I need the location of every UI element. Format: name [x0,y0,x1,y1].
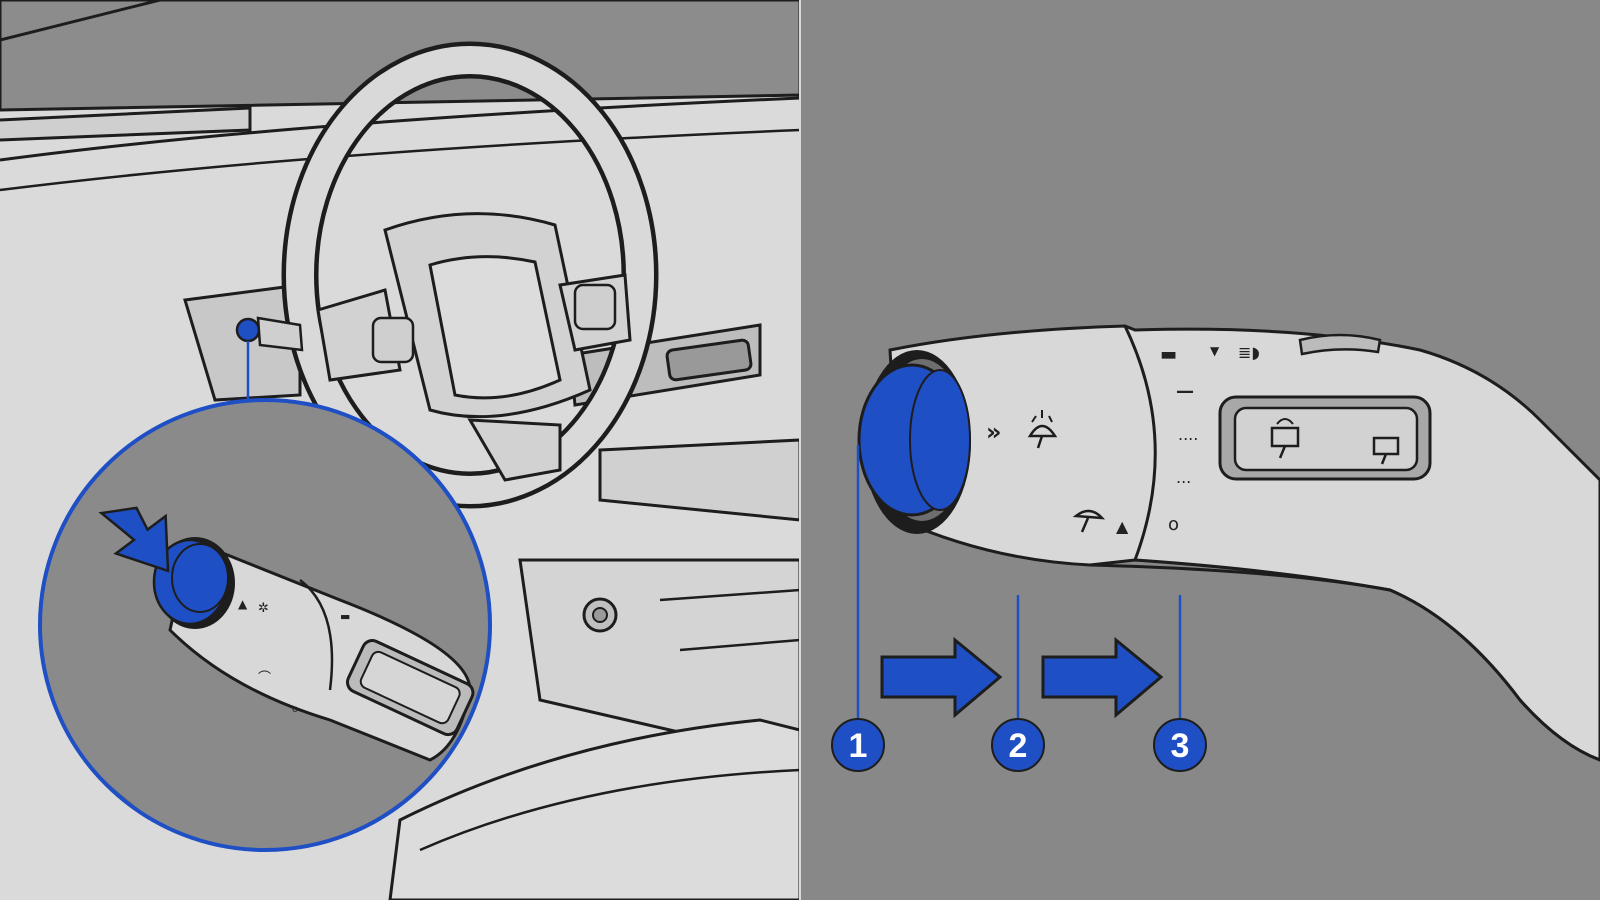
single-wipe-icon: ▲ [1072,509,1129,536]
callout-2-label: 2 [1009,727,1028,765]
callout-1: 1 [831,718,885,772]
wiper-mark-ellipsis: .... [1178,425,1198,444]
wiper-mark-fast: — [1176,381,1194,402]
svg-text:⌒: ⌒ [258,671,271,686]
svg-text:≣◗: ≣◗ [1238,343,1260,362]
wiper-mark-off: o [1168,514,1179,535]
svg-text:▲: ▲ [238,597,248,611]
right-panel-lever-detail: ▼ ≣◗ ▬ — .... ... o » ▲ [800,0,1600,900]
callout-1-label: 1 [849,727,868,765]
steering-wheel-illustration [281,41,659,509]
wiper-end-button [857,350,971,534]
washer-icon [1027,410,1058,449]
left-panel-cockpit: ▲ ✲ ⌒ o ▬ [0,0,802,900]
rear-wiper-icon [1372,436,1400,465]
press-arrow-icon [98,506,170,573]
wiper-fast-icon: » [986,418,1002,446]
headlight-icon: ▼ ≣◗ [1210,343,1260,362]
callout-3: 3 [1153,718,1207,772]
callout-2: 2 [991,718,1045,772]
svg-text:✲: ✲ [258,601,269,616]
move-arrow-icon [880,636,1003,719]
svg-text:▲: ▲ [1116,517,1129,536]
magnified-lever-inset: ▲ ✲ ⌒ o ▬ [38,398,492,852]
wiper-mark-top: ▬ [1160,344,1177,365]
callout-3-label: 3 [1171,727,1190,765]
front-wiper-icon [1270,418,1300,459]
wiper-mark-dots: ... [1176,468,1191,487]
svg-text:▼: ▼ [1210,344,1220,358]
svg-text:▬: ▬ [340,610,350,623]
wiper-lever-illustration: ▼ ≣◗ ▬ — .... ... o » ▲ [857,324,1600,762]
move-arrow-icon [1041,636,1164,719]
svg-text:o: o [292,704,298,715]
